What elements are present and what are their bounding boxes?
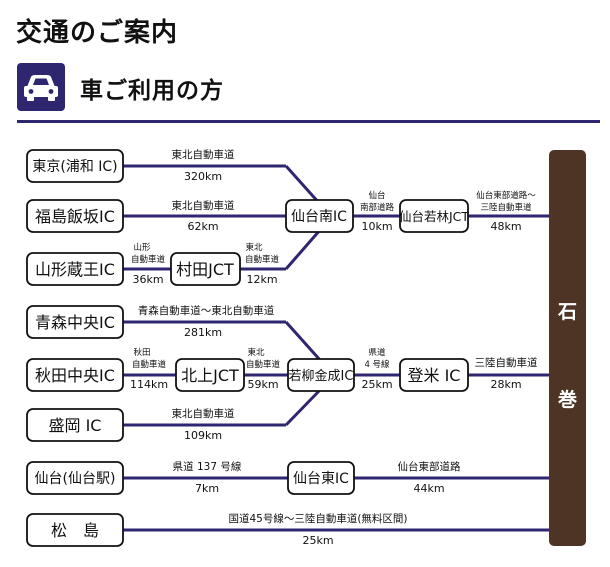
route-road-label: 国道45号線～三陸自動車道(無料区間) <box>228 512 407 525</box>
route-road-label: 三陸自動車道 <box>475 356 538 369</box>
node-tome: 登米 IC <box>399 358 469 392</box>
node-wakuya: 若柳金成IC <box>287 358 355 392</box>
route-distance: 10km <box>361 220 392 233</box>
route-distance: 12km <box>246 273 277 286</box>
route-road-label: 秋田 <box>133 347 150 358</box>
route-distance: 59km <box>247 378 278 391</box>
node-akita: 秋田中央IC <box>26 358 124 392</box>
node-tokyo: 東京(浦和 IC) <box>26 149 124 183</box>
route-road-label: 東北自動車道 <box>172 407 235 420</box>
destination-ishinomaki: 石 巻 <box>549 150 586 546</box>
node-label: 秋田中央IC <box>35 366 115 385</box>
node-murata: 村田JCT <box>170 252 241 286</box>
route-road-label: 4 号線 <box>364 359 390 370</box>
route-distance: 62km <box>187 220 218 233</box>
route-labels: 東北自動車道 320km 東北自動車道 62km 山形 自動車道 36km 東北… <box>130 148 538 547</box>
route-distance: 28km <box>490 378 521 391</box>
route-road-label: 山形 <box>133 242 151 253</box>
node-label: 青森中央IC <box>35 313 115 332</box>
route-road-label: 南部道路 <box>360 202 395 213</box>
node-label: 盛岡 IC <box>49 416 102 435</box>
route-distance: 114km <box>130 378 168 391</box>
route-road-label: 県道 137 号線 <box>173 460 242 473</box>
section-subtitle: 車ご利用の方 <box>80 78 224 104</box>
node-label: 仙台若林JCT <box>399 209 469 224</box>
route-road-label: 仙台 <box>368 190 385 201</box>
node-label: 若柳金成IC <box>289 368 354 384</box>
route-road-label: 自動車道 <box>131 254 166 265</box>
node-wakabayashi: 仙台若林JCT <box>399 199 469 233</box>
node-label: 仙台東IC <box>293 471 349 487</box>
node-kitakami: 北上JCT <box>175 358 245 392</box>
route-road-label: 東北 <box>247 347 265 358</box>
route-distance: 109km <box>184 429 222 442</box>
section-divider <box>17 120 600 123</box>
route-road-label: 自動車道 <box>246 359 281 370</box>
node-matsushima: 松 島 <box>26 513 124 547</box>
node-label: 村田JCT <box>176 260 234 279</box>
route-road-label: 東北自動車道 <box>172 199 235 212</box>
route-road-label: 自動車道 <box>132 359 167 370</box>
route-distance: 48km <box>490 220 521 233</box>
route-distance: 44km <box>413 482 444 495</box>
node-label: 福島飯坂IC <box>35 207 115 226</box>
page-title: 交通のご案内 <box>16 18 179 48</box>
node-label: 仙台南IC <box>291 209 347 225</box>
route-road-label: 県道 <box>368 347 386 358</box>
route-distance: 36km <box>132 273 163 286</box>
node-yamagata: 山形蔵王IC <box>26 252 124 286</box>
node-fukushima: 福島飯坂IC <box>26 199 124 233</box>
node-sendaiminami: 仙台南IC <box>285 199 354 233</box>
node-aomori: 青森中央IC <box>26 305 124 339</box>
route-road-label: 青森自動車道～東北自動車道 <box>138 304 275 317</box>
node-sendai-station: 仙台(仙台駅) <box>26 461 124 495</box>
route-road-label: 三陸自動車道 <box>480 202 532 213</box>
car-icon <box>17 63 65 111</box>
node-label: 東京(浦和 IC) <box>32 159 117 175</box>
route-distance: 281km <box>184 326 222 339</box>
node-morioka: 盛岡 IC <box>26 408 124 442</box>
node-label: 山形蔵王IC <box>35 260 115 279</box>
route-road-label: 東北 <box>245 242 263 253</box>
node-label: 仙台(仙台駅) <box>35 471 116 487</box>
node-label: 松 島 <box>51 521 99 540</box>
route-distance: 25km <box>361 378 392 391</box>
route-lines <box>123 164 551 532</box>
route-road-label: 仙台東部道路～ <box>476 190 536 201</box>
destination-char: 巻 <box>557 388 578 411</box>
route-road-label: 自動車道 <box>245 254 280 265</box>
node-label: 登米 IC <box>408 366 461 385</box>
route-distance: 7km <box>195 482 219 495</box>
node-label: 北上JCT <box>181 366 239 385</box>
destination-char: 石 <box>557 301 577 323</box>
route-road-label: 仙台東部道路 <box>398 460 461 473</box>
node-sendaihigashi: 仙台東IC <box>287 461 355 495</box>
route-road-label: 東北自動車道 <box>172 148 235 161</box>
route-distance: 320km <box>184 170 222 183</box>
route-distance: 25km <box>302 534 333 547</box>
